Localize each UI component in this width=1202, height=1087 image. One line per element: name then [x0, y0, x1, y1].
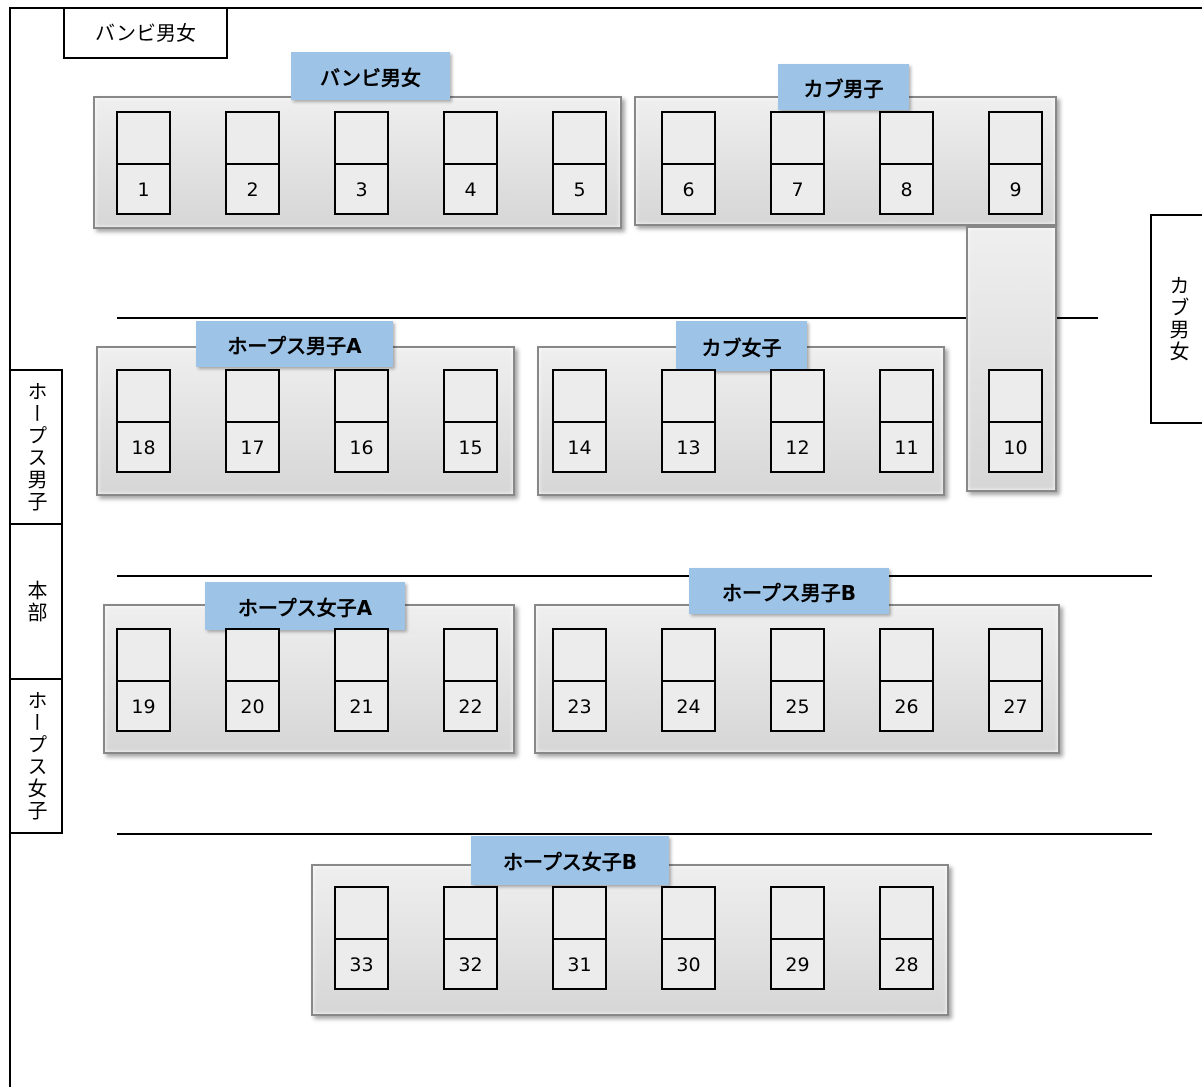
booth-number: 4 — [464, 179, 477, 201]
booth: 31 — [552, 886, 607, 990]
area-label-right-text: カブ男女 — [1166, 275, 1190, 363]
booth: 20 — [225, 628, 280, 732]
booth-number: 19 — [131, 696, 156, 718]
group-tag-cub-girls: カブ女子 — [676, 321, 807, 371]
group-tag-bambi-text: バンビ男女 — [320, 65, 421, 90]
area-label-hopes-boys-text: ホープス男子 — [24, 381, 48, 513]
area-label-hopes-boys: ホープス男子 — [9, 369, 63, 525]
booth: 30 — [661, 886, 716, 990]
booth: 23 — [552, 628, 607, 732]
booth: 3 — [334, 111, 389, 215]
booth-number: 15 — [458, 437, 483, 459]
booth: 16 — [334, 369, 389, 473]
booth-number: 6 — [682, 179, 695, 201]
booth: 24 — [661, 628, 716, 732]
booth: 8 — [879, 111, 934, 215]
group-hopes-girls-b — [311, 864, 949, 1016]
booth: 28 — [879, 886, 934, 990]
aisle-line-1 — [117, 317, 1098, 319]
booth: 5 — [552, 111, 607, 215]
booth-number: 32 — [458, 954, 483, 976]
booth-number: 21 — [349, 696, 374, 718]
booth-number: 9 — [1009, 179, 1022, 201]
booth-number: 18 — [131, 437, 156, 459]
booth: 13 — [661, 369, 716, 473]
booth-number: 27 — [1003, 696, 1028, 718]
aisle-line-2 — [117, 575, 1152, 577]
booth-number: 23 — [567, 696, 592, 718]
booth-number: 29 — [785, 954, 810, 976]
booth: 9 — [988, 111, 1043, 215]
area-label-headquarters: 本部 — [9, 523, 63, 680]
group-tag-hopes-girls-b: ホープス女子B — [471, 836, 669, 885]
booth: 11 — [879, 369, 934, 473]
booth-number: 17 — [240, 437, 265, 459]
booth-number: 7 — [791, 179, 804, 201]
group-tag-bambi: バンビ男女 — [291, 52, 450, 100]
group-tag-cub-girls-text: カブ女子 — [701, 335, 782, 360]
area-label-hopes-girls: ホープス女子 — [9, 678, 63, 834]
booth-number: 2 — [246, 179, 259, 201]
booth-number: 20 — [240, 696, 265, 718]
booth: 1 — [116, 111, 171, 215]
group-tag-hopes-boys-a-text: ホープス男子A — [227, 333, 362, 358]
booth-number: 14 — [567, 437, 592, 459]
booth-number: 10 — [1003, 437, 1028, 459]
booth: 33 — [334, 886, 389, 990]
booth: 22 — [443, 628, 498, 732]
booth: 25 — [770, 628, 825, 732]
group-tag-hopes-girls-a: ホープス女子A — [205, 582, 405, 630]
booth-number: 1 — [137, 179, 150, 201]
booth-number: 8 — [900, 179, 913, 201]
booth-number: 25 — [785, 696, 810, 718]
booth: 32 — [443, 886, 498, 990]
area-label-right: カブ男女 — [1150, 214, 1202, 424]
area-label-top: バンビ男女 — [63, 7, 228, 59]
booth: 7 — [770, 111, 825, 215]
booth-number: 31 — [567, 954, 592, 976]
booth: 12 — [770, 369, 825, 473]
booth-number: 3 — [355, 179, 368, 201]
booth: 18 — [116, 369, 171, 473]
booth-number: 26 — [894, 696, 919, 718]
boundary-top — [9, 7, 1202, 9]
booth-number: 11 — [894, 437, 919, 459]
booth-number: 33 — [349, 954, 374, 976]
booth-number: 13 — [676, 437, 701, 459]
booth: 17 — [225, 369, 280, 473]
booth: 21 — [334, 628, 389, 732]
booth: 26 — [879, 628, 934, 732]
booth-number: 5 — [573, 179, 586, 201]
group-tag-cub-boys-text: カブ男子 — [803, 76, 884, 101]
booth-number: 16 — [349, 437, 374, 459]
area-label-top-text: バンビ男女 — [95, 21, 196, 45]
booth-number: 24 — [676, 696, 701, 718]
group-tag-hopes-boys-a: ホープス男子A — [196, 321, 393, 367]
booth: 19 — [116, 628, 171, 732]
booth: 2 — [225, 111, 280, 215]
booth: 4 — [443, 111, 498, 215]
group-tag-cub-boys: カブ男子 — [778, 64, 909, 110]
group-tag-hopes-boys-b-text: ホープス男子B — [721, 580, 857, 605]
group-tag-hopes-boys-b: ホープス男子B — [689, 568, 889, 614]
booth: 6 — [661, 111, 716, 215]
group-tag-hopes-girls-a-text: ホープス女子A — [237, 595, 373, 620]
booth: 15 — [443, 369, 498, 473]
group-tag-hopes-girls-b-text: ホープス女子B — [502, 850, 638, 874]
booth-number: 12 — [785, 437, 810, 459]
area-label-headquarters-text: 本部 — [24, 579, 48, 624]
booth-number: 30 — [676, 954, 701, 976]
booth: 14 — [552, 369, 607, 473]
booth-number: 22 — [458, 696, 483, 718]
booth: 10 — [988, 369, 1043, 473]
booth-number: 28 — [894, 954, 919, 976]
booth: 27 — [988, 628, 1043, 732]
aisle-line-3 — [117, 833, 1152, 835]
area-label-hopes-girls-text: ホープス女子 — [24, 690, 48, 822]
booth: 29 — [770, 886, 825, 990]
